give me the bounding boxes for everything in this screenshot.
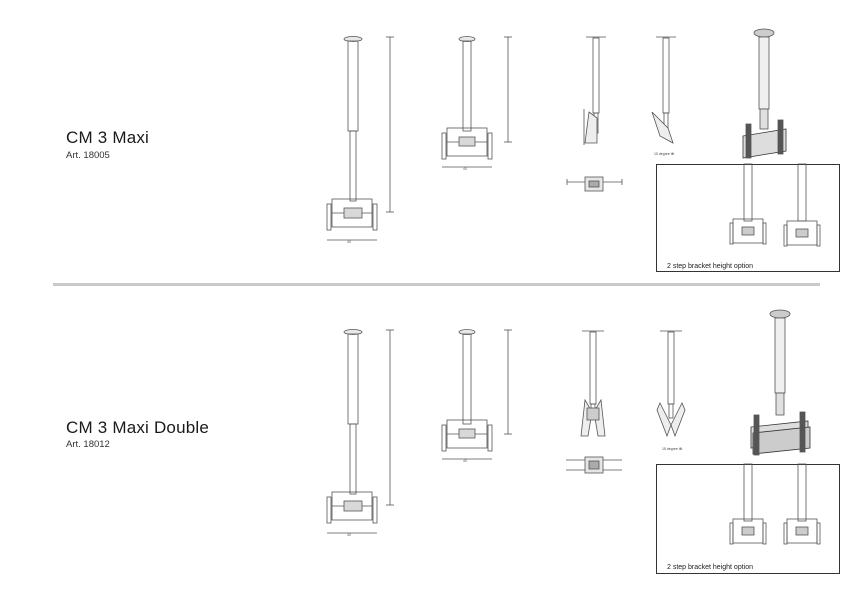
perspective-view — [742, 28, 787, 159]
side-view-tilted: 15 degree tilt — [656, 330, 686, 451]
svg-text:40: 40 — [463, 167, 467, 171]
product-section-cm3-maxi-double: CM 3 Maxi Double Art. 18012 40 — [0, 290, 857, 611]
front-view-short: 40 — [441, 36, 512, 171]
side-view — [580, 330, 606, 437]
section-divider — [53, 283, 820, 286]
inset-caption: 2 step bracket height option — [667, 564, 753, 571]
side-view-tilted: 15 degree tilt — [651, 36, 676, 156]
height-option-inset: 2 step bracket height option — [656, 463, 840, 574]
product-section-cm3-maxi: CM 3 Maxi Art. 18005 40 — [0, 0, 857, 285]
svg-text:15 degree tilt: 15 degree tilt — [654, 152, 674, 156]
svg-text:40: 40 — [347, 533, 351, 537]
perspective-view — [750, 309, 811, 456]
side-view — [583, 36, 606, 145]
inset-caption: 2 step bracket height option — [667, 263, 753, 270]
svg-text:15 degree tilt: 15 degree tilt — [662, 447, 682, 451]
front-view-long: 40 — [326, 36, 394, 244]
technical-drawings: 40 40 — [326, 28, 840, 272]
product-title: CM 3 Maxi Double — [66, 418, 210, 437]
front-view-long: 40 — [326, 329, 394, 537]
top-view — [566, 176, 623, 192]
article-number: Art. 18012 — [66, 439, 110, 450]
svg-text:40: 40 — [463, 459, 467, 463]
front-view-short: 40 — [441, 329, 512, 463]
article-number: Art. 18005 — [66, 150, 110, 161]
top-view — [566, 456, 622, 474]
technical-drawings: 40 40 — [326, 309, 840, 574]
product-title: CM 3 Maxi — [66, 128, 150, 147]
height-option-inset: 2 step bracket height option — [656, 163, 840, 272]
svg-text:40: 40 — [347, 240, 351, 244]
